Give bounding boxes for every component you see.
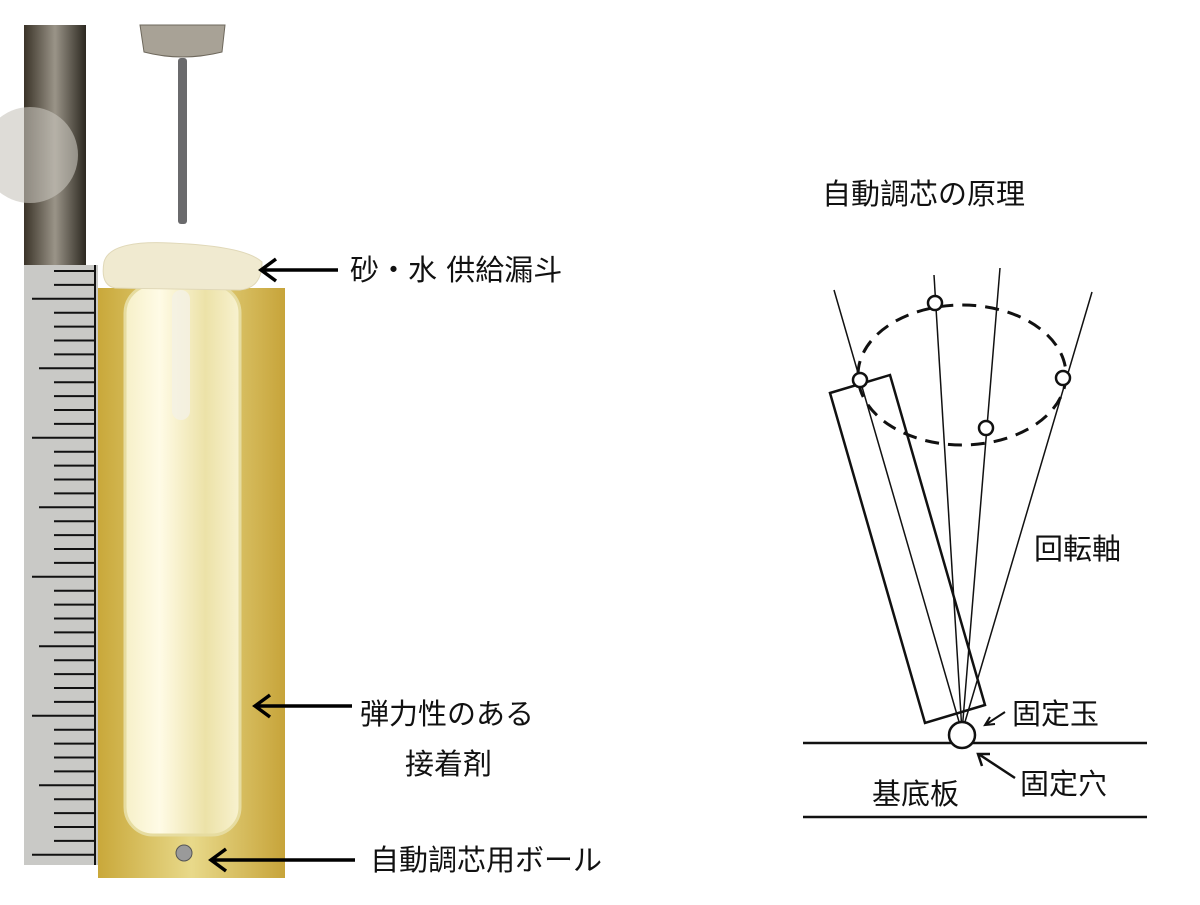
arrow-funnel <box>258 257 338 283</box>
axis-line <box>961 267 1001 733</box>
label-fixed-hole: 固定穴 <box>1020 767 1108 801</box>
axis-point <box>926 294 944 312</box>
axis-line <box>933 274 963 733</box>
self-aligning-ball <box>175 844 193 862</box>
needle-cap <box>139 24 226 58</box>
axis-points <box>851 294 1072 437</box>
axis-line <box>961 291 1093 733</box>
bolt-head <box>0 107 78 203</box>
inner-tube <box>172 290 190 420</box>
label-ball: 自動調芯用ボール <box>370 843 603 877</box>
photo-arrows <box>208 257 355 873</box>
label-adhesive-line1: 弾力性のある <box>360 697 535 731</box>
fixed-ball <box>947 720 977 750</box>
arrow-fixed-ball <box>983 711 1006 727</box>
axis-point <box>851 371 869 389</box>
label-adhesive-line2: 接着剤 <box>405 747 493 781</box>
needle <box>178 58 187 224</box>
axis-point <box>1054 369 1072 387</box>
label-rotation-axis: 回転軸 <box>1034 532 1122 566</box>
ruler-ticks <box>32 265 96 865</box>
apparatus-photo <box>0 24 285 878</box>
arrow-adhesive <box>252 693 352 719</box>
axis-line <box>833 289 963 733</box>
label-funnel: 砂・水 供給漏斗 <box>350 253 563 287</box>
label-fixed-ball: 固定玉 <box>1012 697 1100 731</box>
tilted-column <box>828 373 987 725</box>
arrow-ball <box>208 847 355 873</box>
label-base-plate: 基底板 <box>872 777 960 811</box>
sand-water-funnel <box>102 242 263 291</box>
ruler <box>24 265 98 865</box>
diagram-title: 自動調芯の原理 <box>822 177 1026 211</box>
axis-point <box>977 419 995 437</box>
arrow-fixed-hole <box>976 752 1016 780</box>
principle-diagram <box>803 267 1147 819</box>
